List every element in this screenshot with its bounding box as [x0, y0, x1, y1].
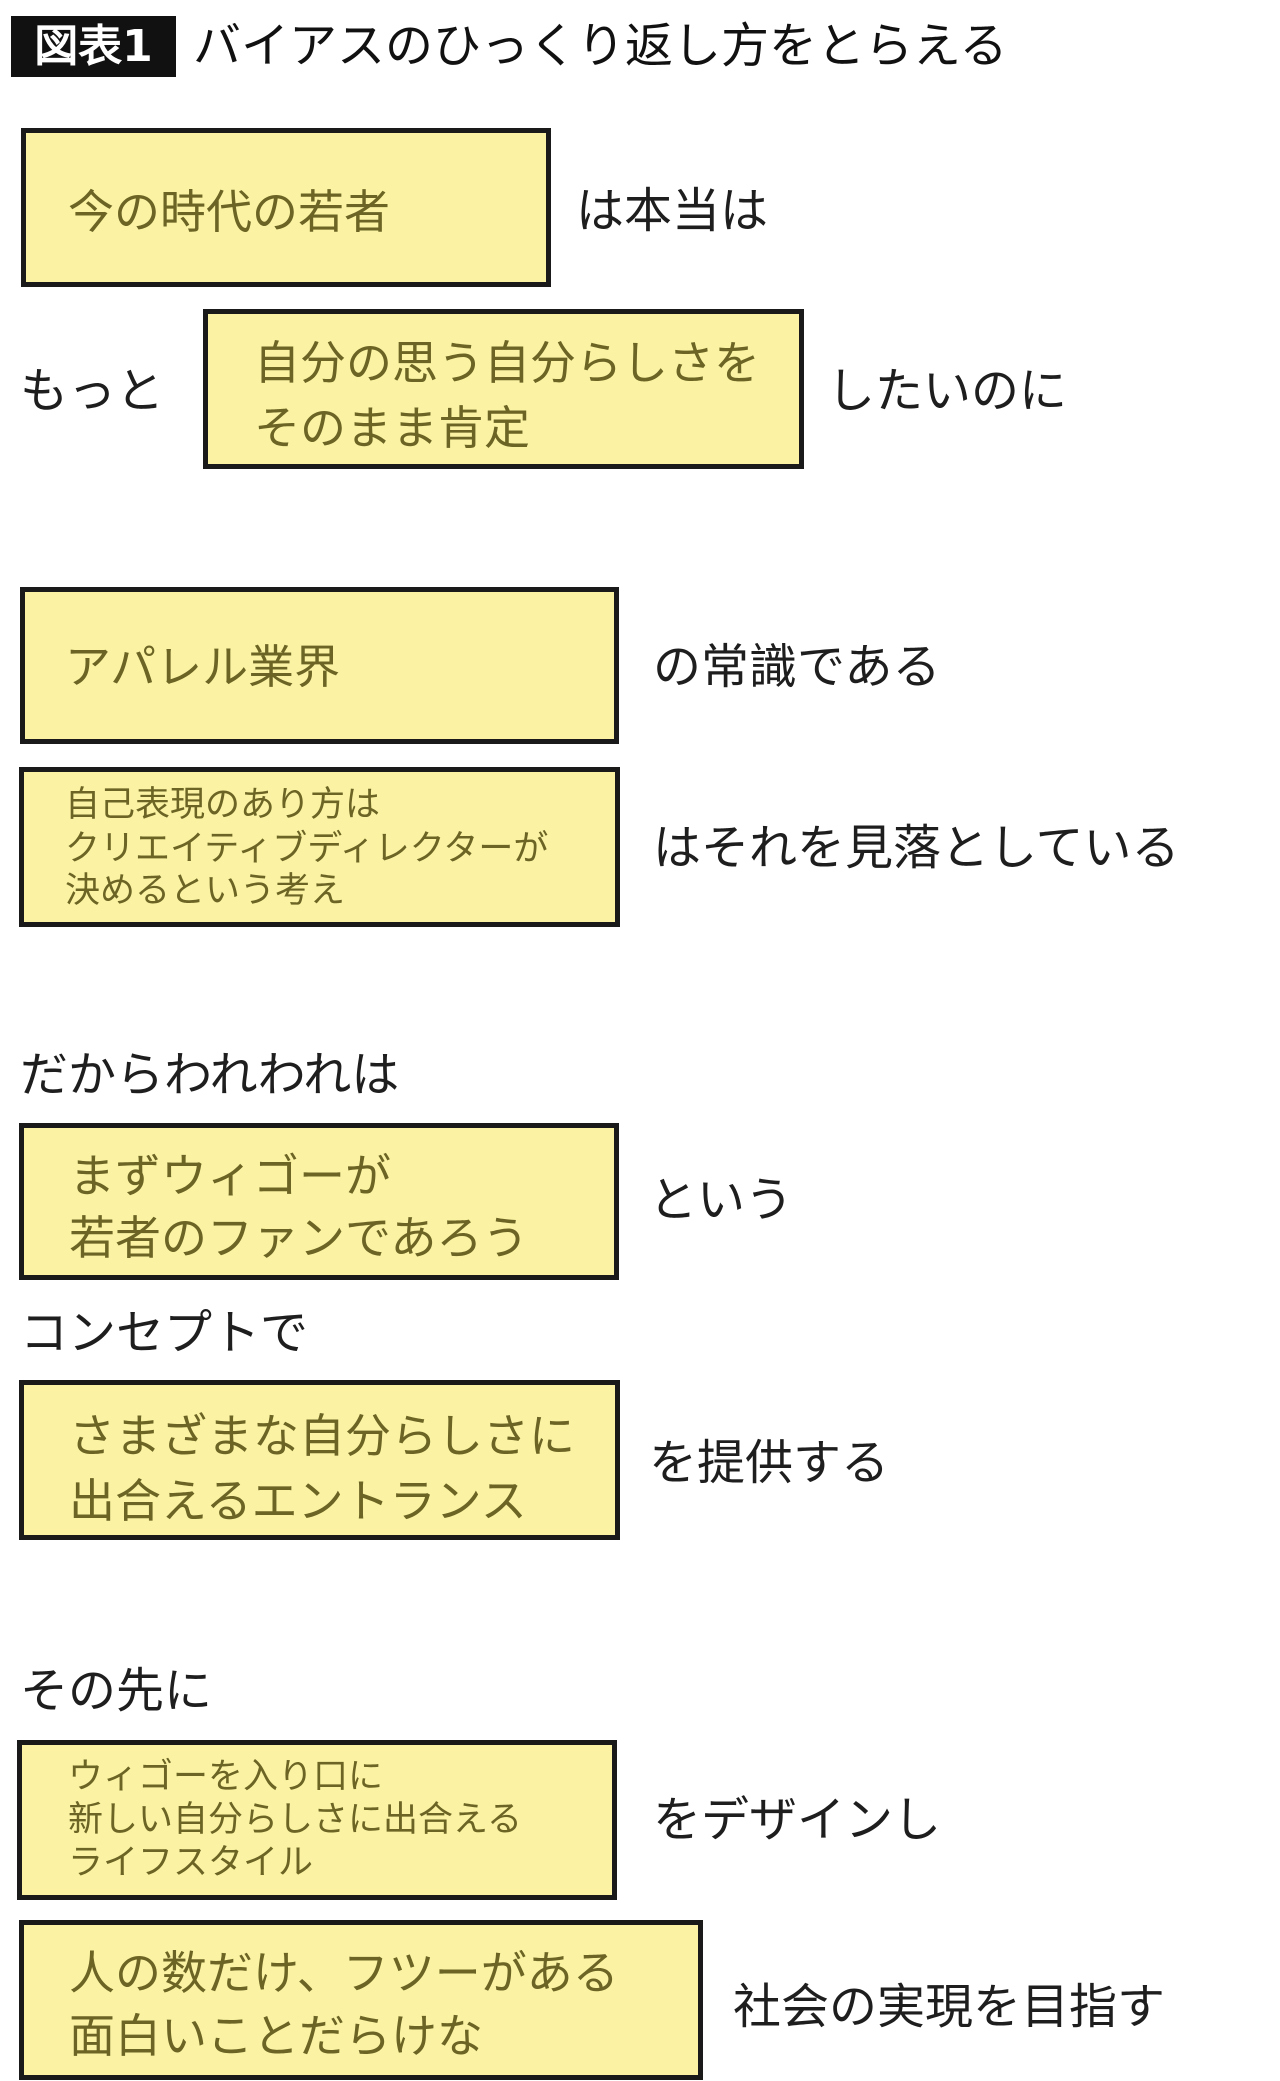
box-text-line: 人の数だけ、フツーがある [69, 1946, 619, 2000]
box-text-line: 自分の思う自分らしさを [254, 336, 760, 390]
box-text-line: まずウィゴーが [69, 1149, 391, 1203]
box-self-expression: 自己表現のあり方は クリエイティブディレクターが 決めるという考え [19, 767, 620, 927]
connector-text: はそれを見落としている [653, 820, 1180, 876]
box-interesting-society: 人の数だけ、フツーがある 面白いことだらけな [19, 1920, 703, 2080]
connector-text: という [649, 1172, 794, 1228]
connector-text: 社会の実現を目指す [733, 1979, 1166, 2035]
box-text: アパレル業界 [65, 640, 341, 694]
section-intro: その先に [20, 1663, 213, 1719]
connector-text: をデザインし [653, 1792, 942, 1848]
connector-text: の常識である [653, 639, 941, 695]
box-text-line: ウィゴーを入り口に [68, 1757, 384, 1797]
box-apparel-industry: アパレル業界 [20, 587, 619, 744]
connector-text: は本当は [576, 183, 769, 239]
box-young-people: 今の時代の若者 [21, 128, 551, 287]
figure-title: バイアスのひっくり返し方をとらえる [193, 18, 1008, 74]
connector-text: したいのに [827, 363, 1068, 419]
section-intro: だからわれわれは [20, 1047, 400, 1103]
box-text-line: 面白いことだらけな [69, 2009, 483, 2063]
section-mid: コンセプトで [20, 1305, 309, 1361]
box-entrance: さまざまな自分らしさに 出合えるエントランス [19, 1380, 620, 1540]
connector-text: を提供する [649, 1435, 890, 1491]
box-text-line: 若者のファンであろう [69, 1211, 529, 1265]
connector-text: もっと [20, 363, 165, 419]
box-text-line: さまざまな自分らしさに [69, 1409, 575, 1463]
box-text: 今の時代の若者 [68, 185, 390, 239]
box-self-affirmation: 自分の思う自分らしさを そのまま肯定 [203, 309, 804, 469]
box-text-line: 自己表現のあり方は [65, 785, 381, 825]
box-text-line: 決めるという考え [65, 871, 346, 911]
box-text-line: そのまま肯定 [254, 401, 530, 455]
box-text-line: ライフスタイル [68, 1843, 314, 1883]
box-text-line: 出合えるエントランス [69, 1474, 527, 1528]
box-wego-fan: まずウィゴーが 若者のファンであろう [19, 1123, 619, 1280]
box-lifestyle: ウィゴーを入り口に 新しい自分らしさに出合える ライフスタイル [17, 1740, 617, 1900]
box-text-line: 新しい自分らしさに出合える [68, 1800, 522, 1840]
box-text-line: クリエイティブディレクターが [65, 829, 549, 869]
figure-badge: 図表1 [11, 16, 176, 77]
